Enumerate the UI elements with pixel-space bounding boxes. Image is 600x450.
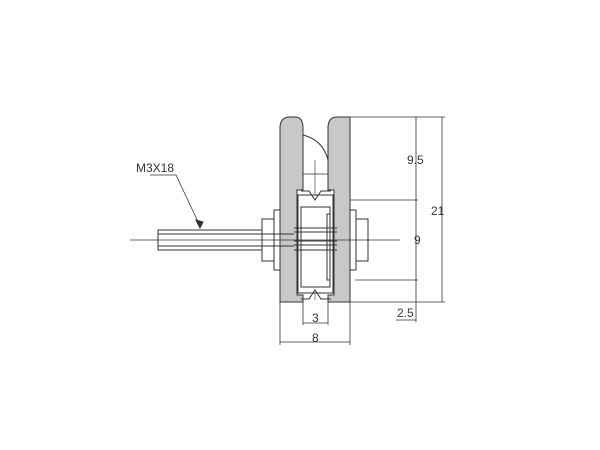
dimension-total-width: 8	[312, 331, 319, 345]
dimension-total-height: 21	[431, 204, 445, 218]
left-bracket-plate	[279, 116, 304, 303]
dimension-slot-width: 3	[312, 311, 319, 325]
callout-leader	[150, 174, 201, 227]
right-bracket-plate	[327, 116, 351, 303]
bracket-arc	[302, 134, 329, 161]
screw-callout-label: M3X18	[136, 161, 175, 175]
dimension-top-section: 9.5	[407, 153, 424, 167]
dimension-middle-section: 9	[414, 233, 421, 247]
dimension-bottom-offset: 2.5	[397, 306, 414, 320]
